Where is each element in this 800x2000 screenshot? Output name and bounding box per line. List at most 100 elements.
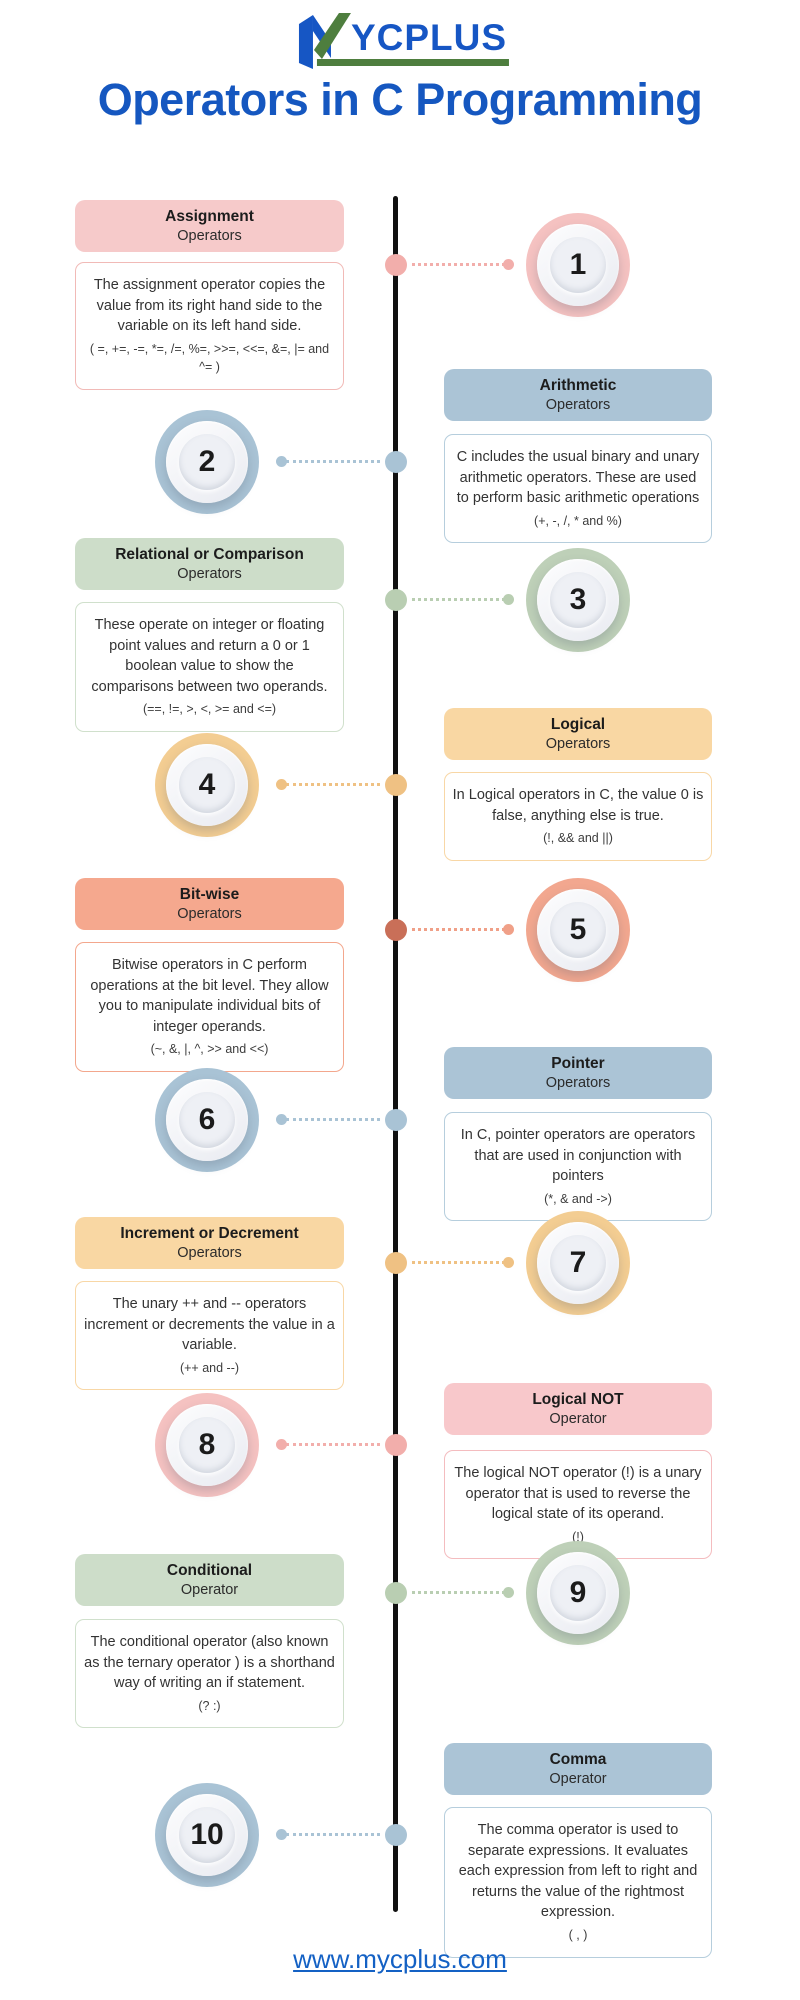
- step-number-badge: 7: [526, 1211, 630, 1315]
- badge-mid-circle: 6: [166, 1079, 248, 1161]
- operator-subtitle: Operator: [549, 1771, 607, 1787]
- connector-dotted-line: [286, 783, 380, 786]
- badge-mid-circle: 5: [537, 889, 619, 971]
- timeline-node-dot: [385, 254, 407, 276]
- operator-symbols: ( , ): [568, 1927, 588, 1942]
- connector-dotted-line: [286, 1118, 380, 1121]
- operator-subtitle: Operator: [549, 1411, 607, 1427]
- operator-title: Conditional: [166, 1562, 253, 1579]
- operator-symbols: (++ and --): [179, 1360, 240, 1375]
- connector-dotted-line: [412, 263, 505, 266]
- step-number-badge: 1: [526, 213, 630, 317]
- step-number: 2: [179, 434, 235, 490]
- timeline-node-dot: [385, 1252, 407, 1274]
- connector-dotted-line: [286, 460, 380, 463]
- badge-mid-circle: 2: [166, 421, 248, 503]
- operator-description: The logical NOT operator (!) is a unary …: [454, 1465, 702, 1523]
- operator-description-box: The comma operator is used to separate e…: [444, 1807, 712, 1958]
- logo-underline: [316, 59, 510, 66]
- connector-end-dot: [503, 594, 514, 605]
- operator-title: Logical: [550, 716, 606, 733]
- timeline-node-dot: [385, 1109, 407, 1131]
- timeline-node-dot: [385, 1582, 407, 1604]
- operator-description: Bitwise operators in C perform operation…: [90, 957, 329, 1035]
- operator-symbols: (!): [572, 1529, 584, 1544]
- operator-description-box: The logical NOT operator (!) is a unary …: [444, 1450, 712, 1560]
- step-number-badge: 9: [526, 1541, 630, 1645]
- operator-header: Pointer Operators: [444, 1047, 712, 1099]
- operator-subtitle: Operators: [177, 228, 242, 244]
- operator-subtitle: Operator: [180, 1582, 239, 1598]
- website-link[interactable]: www.mycplus.com: [293, 1944, 507, 1974]
- badge-mid-circle: 4: [166, 744, 248, 826]
- timeline-node-dot: [385, 1434, 407, 1456]
- badge-mid-circle: 10: [166, 1794, 248, 1876]
- operator-symbols: (*, & and ->): [544, 1191, 612, 1206]
- operator-description: The assignment operator copies the value…: [93, 277, 326, 335]
- operator-description: These operate on integer or floating poi…: [91, 617, 328, 695]
- step-number-badge: 3: [526, 548, 630, 652]
- connector-dotted-line: [286, 1833, 380, 1836]
- step-number-badge: 6: [155, 1068, 259, 1172]
- timeline-node-dot: [385, 774, 407, 796]
- step-number: 9: [550, 1565, 606, 1621]
- operator-title: Increment or Decrement: [120, 1225, 299, 1242]
- operator-header: Increment or Decrement Operators: [75, 1217, 344, 1269]
- operator-title: Bit-wise: [179, 886, 240, 903]
- step-number-badge: 10: [155, 1783, 259, 1887]
- operator-symbols: (? :): [198, 1698, 221, 1713]
- operator-subtitle: Operators: [545, 736, 611, 752]
- operator-description-box: The conditional operator (also known as …: [75, 1619, 344, 1729]
- step-number-badge: 8: [155, 1393, 259, 1497]
- operator-header: Relational or Comparison Operators: [75, 538, 344, 590]
- operator-symbols: (+, -, /, * and %): [534, 513, 622, 528]
- badge-mid-circle: 1: [537, 224, 619, 306]
- operator-title: Arithmetic: [539, 377, 617, 394]
- operator-header: Conditional Operator: [75, 1554, 344, 1606]
- brand-text: YCPLUS: [350, 17, 508, 58]
- operator-symbols: (~, &, |, ^, >> and <<): [150, 1042, 269, 1057]
- logo: YCPLUS: [293, 10, 510, 72]
- operator-header: Logical Operators: [444, 708, 712, 760]
- operator-subtitle: Operators: [545, 397, 611, 413]
- connector-end-dot: [276, 779, 287, 790]
- operator-title: Assignment: [165, 208, 254, 225]
- connector-end-dot: [276, 1114, 287, 1125]
- operator-description-box: These operate on integer or floating poi…: [75, 602, 344, 733]
- footer: www.mycplus.com: [0, 1944, 800, 1975]
- operator-description: C includes the usual binary and unary ar…: [456, 449, 700, 507]
- connector-end-dot: [276, 456, 287, 467]
- connector-end-dot: [276, 1439, 287, 1450]
- badge-mid-circle: 9: [537, 1552, 619, 1634]
- connector-end-dot: [503, 1587, 514, 1598]
- timeline-line: [393, 196, 398, 1912]
- step-number: 4: [179, 757, 235, 813]
- connector-end-dot: [276, 1829, 287, 1840]
- operator-description: The unary ++ and -- operators increment …: [84, 1296, 335, 1354]
- operator-header: Logical NOT Operator: [444, 1383, 712, 1435]
- connector-end-dot: [503, 1257, 514, 1268]
- operator-title: Pointer: [551, 1055, 605, 1072]
- timeline-node-dot: [385, 451, 407, 473]
- connector-end-dot: [503, 259, 514, 270]
- operator-description-box: The unary ++ and -- operators increment …: [75, 1281, 344, 1391]
- operator-description-box: C includes the usual binary and unary ar…: [444, 434, 712, 544]
- operator-title: Relational or Comparison: [115, 546, 304, 563]
- step-number-badge: 5: [526, 878, 630, 982]
- operator-title: Comma: [549, 1751, 607, 1768]
- badge-mid-circle: 3: [537, 559, 619, 641]
- connector-dotted-line: [286, 1443, 380, 1446]
- operator-symbols: ( =, +=, -=, *=, /=, %=, >>=, <<=, &=, |…: [89, 341, 330, 375]
- operator-symbols: (==, !=, >, <, >= and <=): [142, 702, 277, 717]
- operator-title: Logical NOT: [532, 1391, 624, 1408]
- step-number-badge: 4: [155, 733, 259, 837]
- badge-mid-circle: 8: [166, 1404, 248, 1486]
- step-number: 7: [550, 1235, 606, 1291]
- step-number: 6: [179, 1092, 235, 1148]
- timeline-node-dot: [385, 589, 407, 611]
- operator-subtitle: Operators: [177, 566, 242, 582]
- timeline-node-dot: [385, 919, 407, 941]
- timeline-node-dot: [385, 1824, 407, 1846]
- operator-description-box: Bitwise operators in C perform operation…: [75, 942, 344, 1073]
